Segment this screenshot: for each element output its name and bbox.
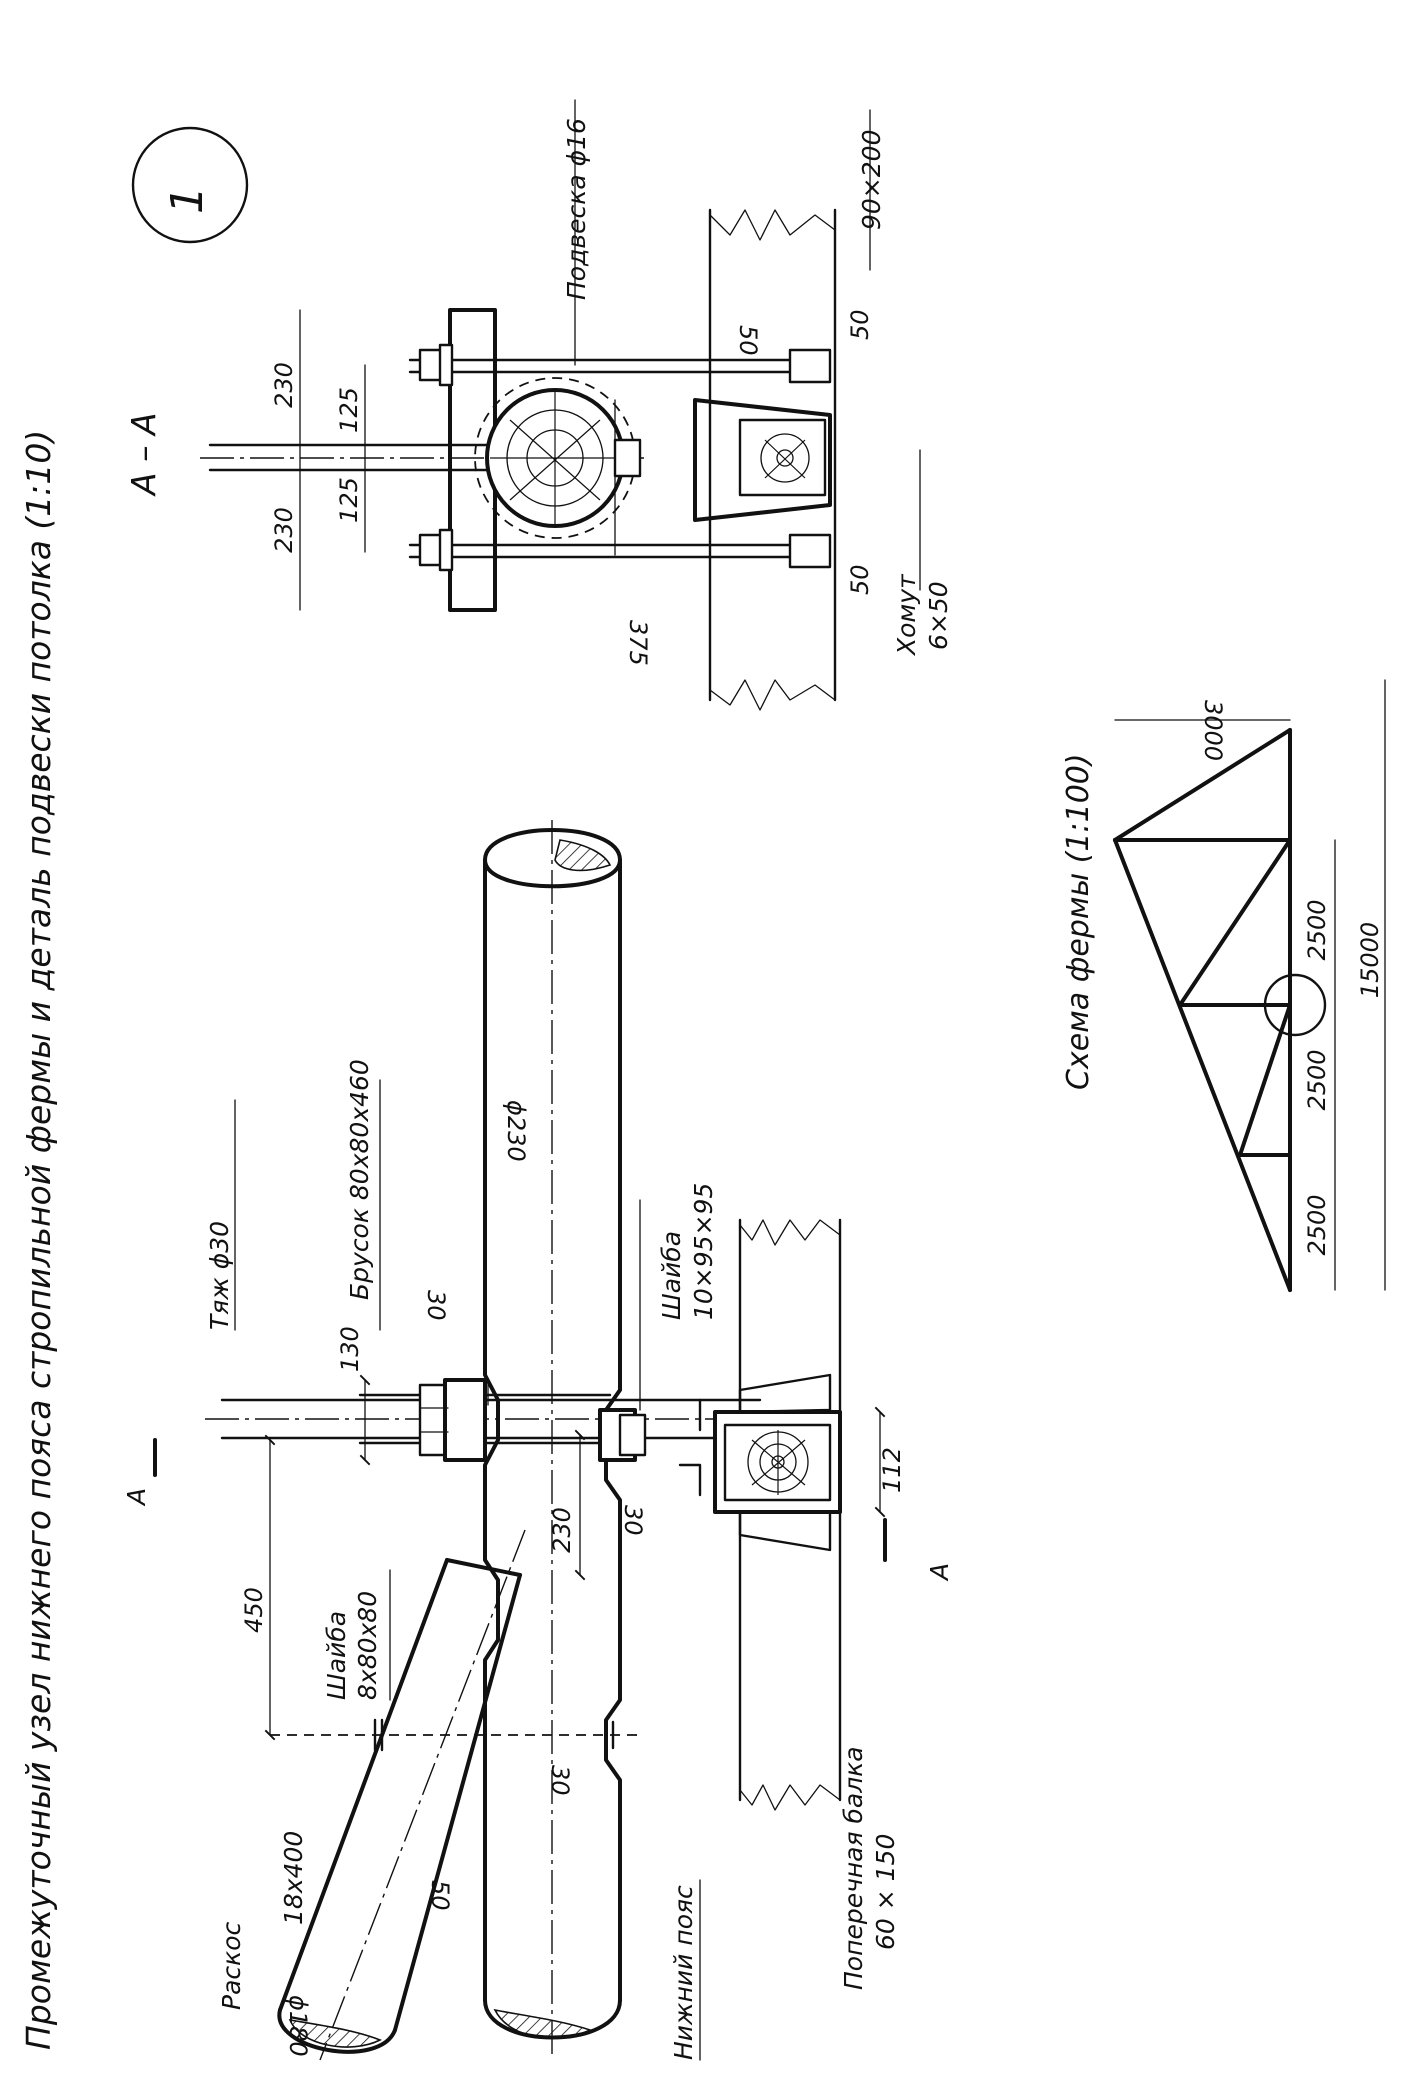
cross-beam [678,1218,842,1811]
label-raskos-size: 18x400 [279,1831,308,1925]
label-khomut-size: 6×50 [924,581,953,650]
tie-rod [205,1378,780,1462]
section-marker-top: А [122,1488,151,1507]
main-labels: Тяж ϕ30 Брусок 80x80x460 Шайба 10×95×95 … [205,1059,900,2061]
dim-s50b: 50 [846,309,874,340]
dim-s50a: 50 [734,325,762,356]
dim-50: 50 [426,1880,454,1911]
dim-s125b: 125 [335,477,363,523]
node-number-badge: 1 [131,126,249,244]
dim-t2500b: 2500 [1303,1049,1331,1110]
brace-raskos [270,1529,640,2061]
dim-s50c: 50 [846,564,874,595]
label-shayba-big-size: 10×95×95 [689,1183,718,1320]
dim-s125a: 125 [335,387,363,433]
label-shayba-small: Шайба [322,1611,351,1700]
dim-s230a: 230 [270,362,298,408]
dim-t2500c: 2500 [1303,1194,1331,1255]
label-balka-size: 60 × 150 [871,1834,900,1950]
label-shayba-big: Шайба [657,1231,686,1320]
scheme-title: Схема фермы (1:100) [1061,753,1096,1090]
dim-30-low: 30 [546,1765,574,1796]
label-raskos: Раскос [217,1921,246,2010]
label-raskos-diameter: ϕ180 [284,1995,312,2057]
label-podveska: Подвеска ϕ16 [562,118,591,300]
section-title: А – А [124,412,163,497]
label-shayba-small-size: 8x80x80 [353,1591,382,1700]
dim-450: 450 [240,1587,268,1633]
dim-30-top: 30 [422,1290,450,1321]
node-number: 1 [162,186,213,214]
dim-30-mid: 30 [619,1505,647,1536]
dim-t15000: 15000 [1356,922,1384,998]
dim-s230b: 230 [270,507,298,553]
label-poperechnaya-balka: Поперечная балка [839,1746,868,1990]
label-nizhniy-poyas: Нижний пояс [669,1885,698,2060]
dim-130: 130 [336,1326,364,1372]
section-markers: А А [122,1438,954,1582]
dim-s375: 375 [624,620,652,666]
label-tyazh: Тяж ϕ30 [205,1221,234,1330]
drawing-title: Промежуточный узел нижнего пояса стропил… [19,430,58,2050]
dim-230: 230 [548,1507,576,1553]
section-a-a: А – А [124,99,953,711]
dim-t2500a: 2500 [1303,899,1331,960]
dim-diameter-230: ϕ230 [502,1100,530,1162]
main-dimensions: 450 130 30 230 30 30 50 112 ϕ230 [240,1100,906,1911]
main-node-view: 450 130 30 230 30 30 50 112 ϕ230 Тяж ϕ3 [122,820,954,2061]
dim-t3000: 3000 [1199,700,1227,761]
truss-scheme: Схема фермы (1:100) 3000 2500 2500 2500 … [1061,679,1386,1292]
label-khomut: Хомут [892,573,921,657]
label-brusok: Брусок 80x80x460 [345,1059,374,1300]
label-board-size: 90×200 [857,130,886,230]
dim-112: 112 [878,1447,906,1493]
section-marker-bottom: А [925,1563,954,1582]
